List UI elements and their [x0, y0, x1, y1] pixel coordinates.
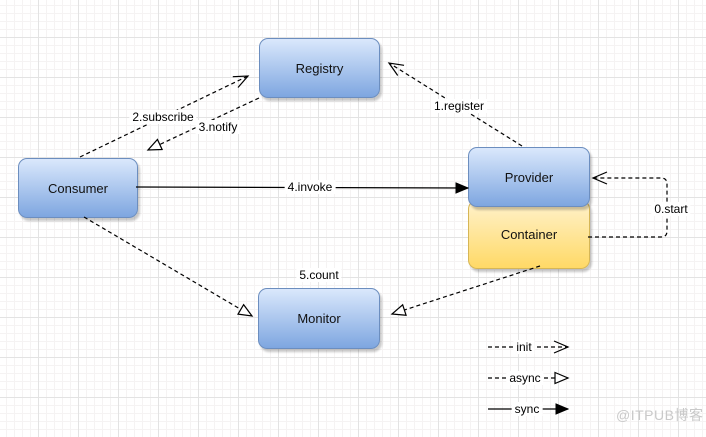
- node-provider: Provider: [468, 147, 590, 207]
- legend-label-sync: sync: [511, 402, 543, 416]
- node-monitor-label: Monitor: [297, 311, 341, 326]
- node-container-label: Container: [500, 227, 558, 242]
- watermark: @ITPUB博客: [616, 407, 704, 423]
- node-monitor: Monitor: [258, 288, 380, 349]
- edge-label-start: 0.start: [651, 202, 691, 216]
- edge-label-count: 5.count: [296, 268, 342, 282]
- edge-label-register: 1.register: [430, 99, 488, 113]
- edge-count-provider-line: [390, 265, 541, 316]
- node-registry: Registry: [259, 38, 380, 98]
- node-provider-label: Provider: [504, 169, 554, 185]
- edge-count-consumer-line: [83, 216, 254, 317]
- node-consumer: Consumer: [18, 158, 138, 218]
- legend-label-async: async: [506, 371, 544, 385]
- node-consumer-label: Consumer: [48, 180, 108, 196]
- node-container: Container: [468, 200, 590, 269]
- legend-label-init: init: [513, 340, 535, 354]
- node-registry-label: Registry: [295, 60, 344, 76]
- edge-label-invoke: 4.invoke: [284, 180, 336, 194]
- edge-label-subscribe: 2.subscribe: [129, 110, 197, 124]
- edge-label-notify: 3.notify: [195, 120, 241, 134]
